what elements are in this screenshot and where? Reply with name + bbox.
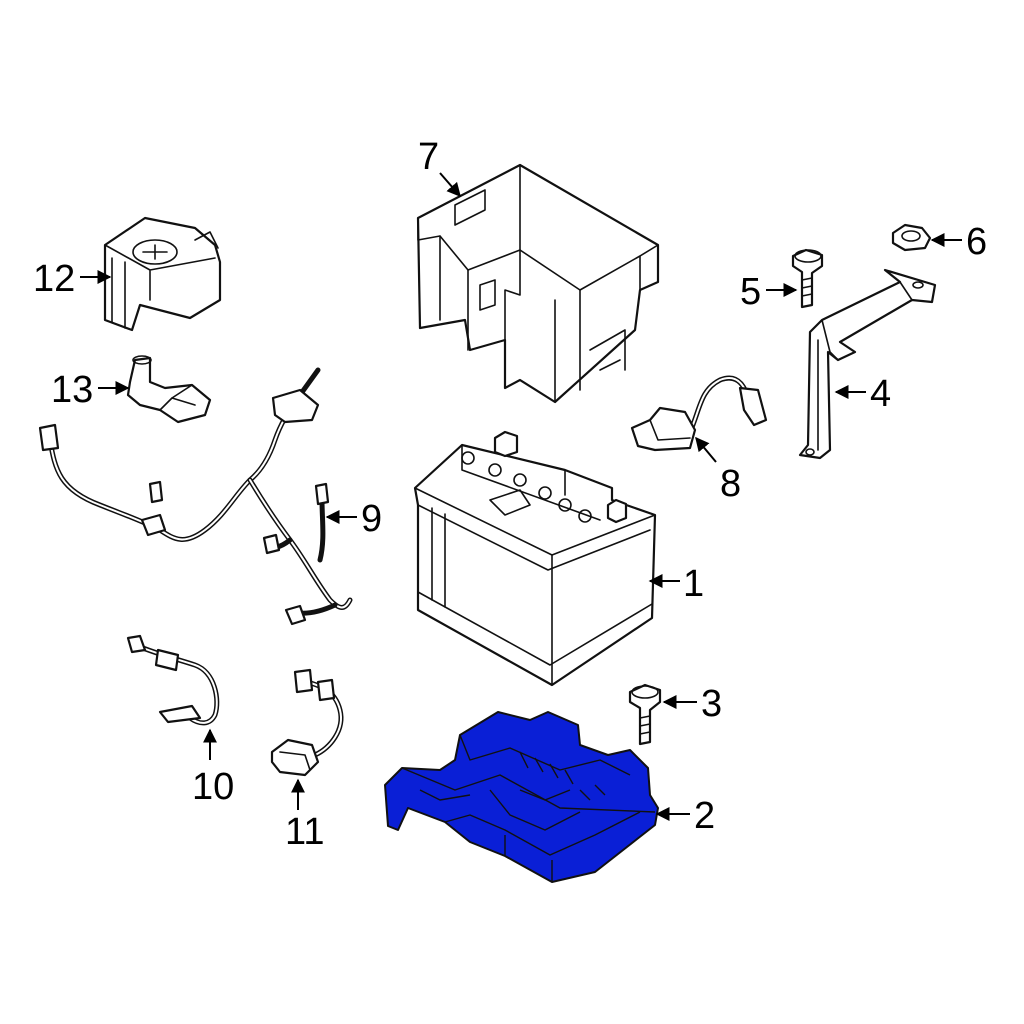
callout-10: 10 xyxy=(192,766,235,808)
callout-7: 7 xyxy=(418,136,440,178)
callout-8: 8 xyxy=(720,463,742,505)
part-12-terminal-block[interactable] xyxy=(103,216,222,332)
part-5-bolt[interactable] xyxy=(791,248,824,309)
callout-6: 6 xyxy=(966,221,988,263)
part-4-hold-down-bracket[interactable] xyxy=(798,268,937,460)
part-2-battery-tray[interactable] xyxy=(384,711,659,883)
arrow-8 xyxy=(695,436,717,463)
callout-4: 4 xyxy=(870,373,892,415)
part-3-bolt[interactable] xyxy=(628,683,662,746)
callout-3: 3 xyxy=(701,683,723,725)
part-13-connector[interactable] xyxy=(126,355,212,424)
callout-9: 9 xyxy=(361,498,383,540)
part-6-nut[interactable] xyxy=(891,223,932,252)
part-1-battery[interactable] xyxy=(413,430,657,687)
callout-2: 2 xyxy=(694,795,716,837)
part-11-cable[interactable] xyxy=(270,668,344,777)
part-8-cable[interactable] xyxy=(630,375,768,452)
callout-12: 12 xyxy=(33,258,76,300)
part-7-battery-cover[interactable] xyxy=(416,163,660,404)
part-9-wiring-harness[interactable] xyxy=(38,367,353,626)
callout-5: 5 xyxy=(740,271,762,313)
callout-13: 13 xyxy=(51,369,94,411)
arrow-7 xyxy=(439,172,461,198)
leader-arrows xyxy=(80,172,962,821)
callout-1: 1 xyxy=(683,563,705,605)
part-10-cable[interactable] xyxy=(126,634,220,726)
callout-11: 11 xyxy=(285,811,325,853)
